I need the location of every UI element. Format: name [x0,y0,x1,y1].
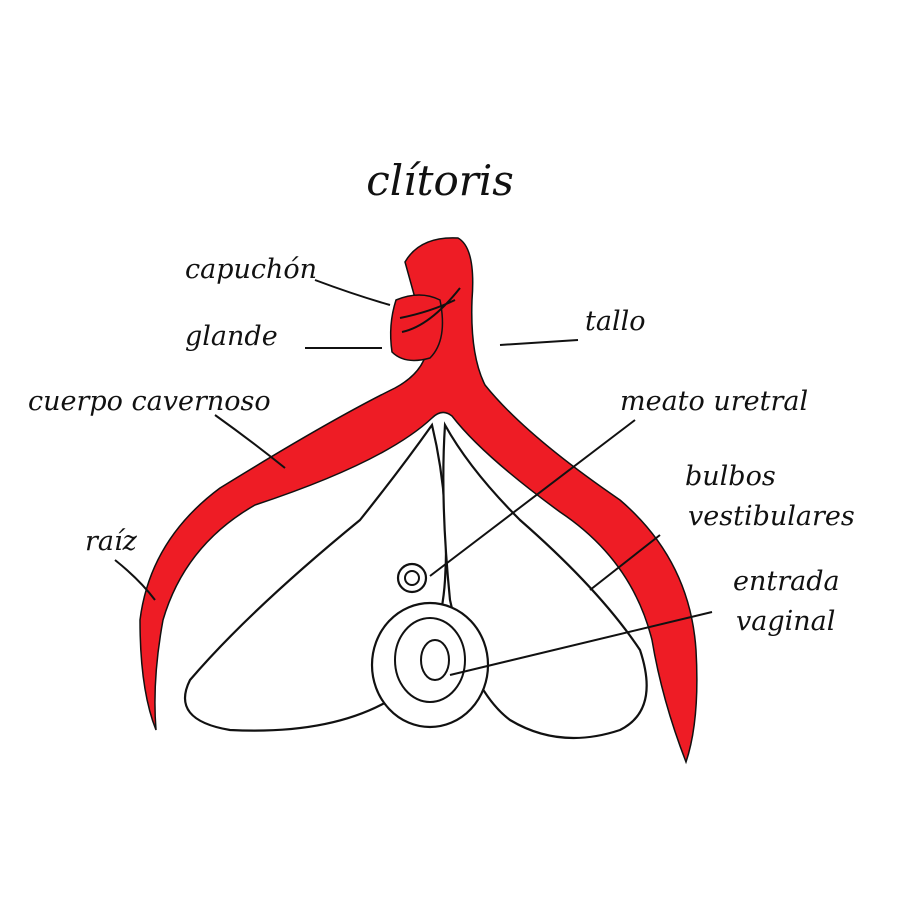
capuchon-line [314,279,391,306]
hood-folds [399,287,461,333]
label-entrada-line2: vaginal [736,606,835,637]
label-meato-uretral: meato uretral [620,386,808,417]
vaginal-entrance-core [420,639,450,681]
label-cuerpo-cavernoso: cuerpo cavernoso [28,386,271,417]
urethral-meatus-inner [404,570,420,586]
clitoris-body [139,237,698,765]
label-bulbos-line1: bulbos [685,461,776,492]
bulbos-line [589,534,661,591]
vaginal-entrance [370,601,490,729]
label-entrada-line1: entrada [733,566,840,597]
tallo-line [499,339,579,346]
label-glande: glande [185,321,278,352]
urethral-meatus [396,562,428,594]
cuerpo-cavernoso-line [214,414,286,469]
label-raiz: raíz [85,526,138,557]
raiz-line [114,559,156,601]
vaginal-entrance-inner [394,617,466,703]
entrada-vaginal-line [449,611,713,676]
diagram-title: clítoris [366,156,514,205]
meato-uretral-line [429,419,636,577]
right-vestibular-bulb [442,421,648,740]
label-bulbos-line2: vestibulares [688,501,855,532]
label-capuchon: capuchón [185,254,317,285]
label-tallo: tallo [585,306,645,337]
